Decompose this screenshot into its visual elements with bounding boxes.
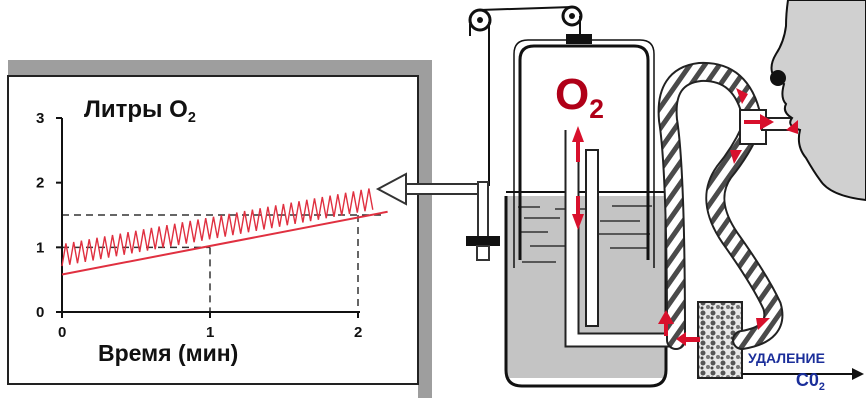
breathing-hoses	[657, 61, 784, 350]
x-tick-label: 1	[206, 324, 214, 341]
x-tick-label: 0	[58, 324, 66, 341]
mouthpiece	[739, 109, 795, 145]
x-ticks: 0 1 2	[58, 312, 362, 341]
pen-rod	[477, 181, 489, 243]
y-tick-label: 0	[36, 304, 44, 321]
trend-line	[61, 210, 388, 276]
y-tick-label: 1	[36, 239, 44, 256]
y-tick-label: 2	[36, 175, 44, 192]
airflow-arrows	[572, 88, 798, 346]
recording-drum	[7, 60, 432, 398]
face-profile	[770, 0, 866, 202]
co2-formula: C02	[795, 370, 825, 393]
x-tick-label: 2	[354, 324, 362, 341]
y-axis-title: Литры O2	[84, 96, 196, 127]
drum-paper	[7, 75, 419, 385]
pulley-system	[466, 5, 583, 261]
series-layer	[61, 188, 388, 276]
spirometer-bell	[513, 34, 655, 268]
inner-tubes	[564, 130, 676, 348]
reference-dashed-lines	[62, 214, 386, 312]
breathing-trace	[61, 188, 374, 267]
x-axis-title: Время (мин)	[98, 340, 239, 366]
counterweight	[466, 236, 500, 246]
oxygen-label: O2	[555, 70, 604, 125]
y-tick-label: 3	[36, 110, 44, 127]
co2-removal-text: УДАЛЕНИЕ	[748, 350, 825, 366]
volume-chart: 0 1 2 3 0 1 2	[36, 110, 388, 341]
co2-removal-caption: УДАЛЕНИЕ C02	[748, 350, 825, 393]
nose-clip	[770, 70, 786, 86]
co2-out-arrow	[742, 368, 864, 380]
